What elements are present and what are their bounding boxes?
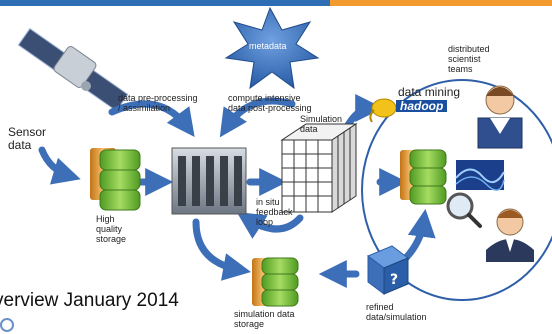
data-mining-label: data mining — [398, 85, 461, 99]
magnifier-icon — [446, 192, 482, 228]
header-bar-orange — [330, 0, 552, 6]
high-quality-storage-icon — [90, 148, 141, 211]
hadoop-elephant-icon — [369, 98, 397, 123]
footer-title: verview January 2014 — [0, 290, 179, 311]
scientist-lower-icon — [486, 208, 534, 262]
distributed-teams-label: distributed scientist teams — [448, 44, 490, 74]
arrow-preprocessing — [108, 100, 195, 138]
simulation-data-storage-label: simulation data storage — [234, 309, 295, 329]
satellite-icon — [17, 27, 129, 112]
metadata-star-icon — [224, 6, 320, 90]
arrow-postprocessing — [219, 97, 296, 138]
supercomputer-icon — [171, 147, 247, 215]
refined-data-label: refined data/simulation — [366, 302, 427, 322]
arrow-sensor — [38, 146, 81, 185]
compute-intensive-label: compute intensive data post-processing — [228, 93, 312, 113]
sensor-data-label: Sensor data — [8, 125, 47, 152]
header-bar-blue — [0, 0, 330, 6]
metadata-label: metadata — [249, 41, 287, 51]
data-visualization-image — [455, 160, 505, 191]
refined-data-box-icon: ? — [367, 245, 409, 295]
high-quality-storage-label: High quality storage — [96, 214, 127, 244]
arrow-storage-down — [192, 218, 252, 281]
scientist-upper-icon — [477, 85, 523, 149]
team-storage-icon — [400, 149, 447, 205]
simulation-data-label: Simulation data — [300, 114, 343, 134]
header-color-bar — [0, 0, 552, 6]
simulation-data-cube-icon — [280, 123, 358, 213]
footer-bullet-icon — [0, 318, 14, 332]
team-area-ellipse — [361, 79, 552, 301]
svg-text:?: ? — [390, 272, 398, 288]
data-preprocessing-label: data pre-processing / assimilation — [118, 93, 198, 113]
hadoop-logo-text: hadoop — [396, 100, 448, 112]
arrow-insitu-loop — [236, 211, 304, 239]
in-situ-loop-label: in situ feedback loop — [256, 197, 293, 227]
simulation-data-storage-icon — [252, 257, 299, 307]
